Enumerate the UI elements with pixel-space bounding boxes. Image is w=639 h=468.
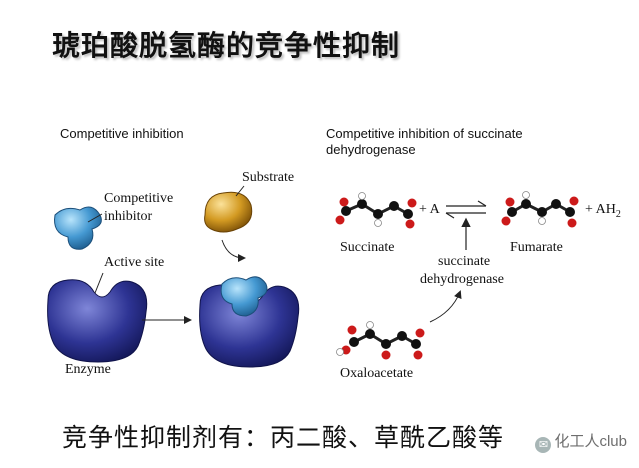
right-panel-heading-line1: Competitive inhibition of succinate <box>326 126 523 141</box>
substrate-pointer-line <box>235 185 245 197</box>
succinate-label: Succinate <box>340 240 395 255</box>
bottom-caption: 竞争性抑制剂有：丙二酸、草酰乙酸等 <box>62 423 505 452</box>
left-panel-heading: Competitive inhibition <box>60 126 184 141</box>
active-site-label: Active site <box>104 255 165 270</box>
substrate-curve-arrow <box>221 239 246 262</box>
oxaloacetate-label: Oxaloacetate <box>340 366 414 381</box>
enzyme-label: Enzyme <box>65 362 111 377</box>
plus-a-label: + A <box>419 202 440 217</box>
active-site-pointer <box>94 272 104 294</box>
oxaloacetate-molecule-icon <box>336 321 425 360</box>
page-title: 琥珀酸脱氢酶的竞争性抑制 <box>52 29 401 62</box>
plus-ah2-label: + AH2 <box>585 202 621 220</box>
enzyme-inhibitor-complex-icon <box>199 276 300 368</box>
competitive-inhibitor-label: Competitive inhibitor <box>104 191 174 224</box>
succinate-molecule-icon <box>335 192 417 229</box>
substrate-label: Substrate <box>242 170 295 185</box>
competitive-inhibitor-icon <box>54 206 102 250</box>
right-panel-heading-line2: dehydrogenase <box>326 142 416 157</box>
watermark: ✉化工人club <box>535 430 627 453</box>
plus-ah2-subscript: 2 <box>615 208 621 220</box>
enzyme-name-line2: dehydrogenase <box>420 272 504 287</box>
plus-ah2-text: + AH <box>585 202 616 217</box>
inhibitor-pointer-line <box>87 213 103 223</box>
wechat-icon: ✉ <box>535 437 552 453</box>
fumarate-label: Fumarate <box>510 240 563 255</box>
inhibition-arrow <box>429 290 462 323</box>
substrate-icon <box>204 191 253 233</box>
fumarate-molecule-icon <box>501 191 579 228</box>
watermark-text: 化工人club <box>554 433 627 450</box>
enzyme-name-line1: succinate <box>438 254 491 269</box>
equilibrium-arrows <box>445 200 487 219</box>
enzyme-icon <box>47 279 148 363</box>
